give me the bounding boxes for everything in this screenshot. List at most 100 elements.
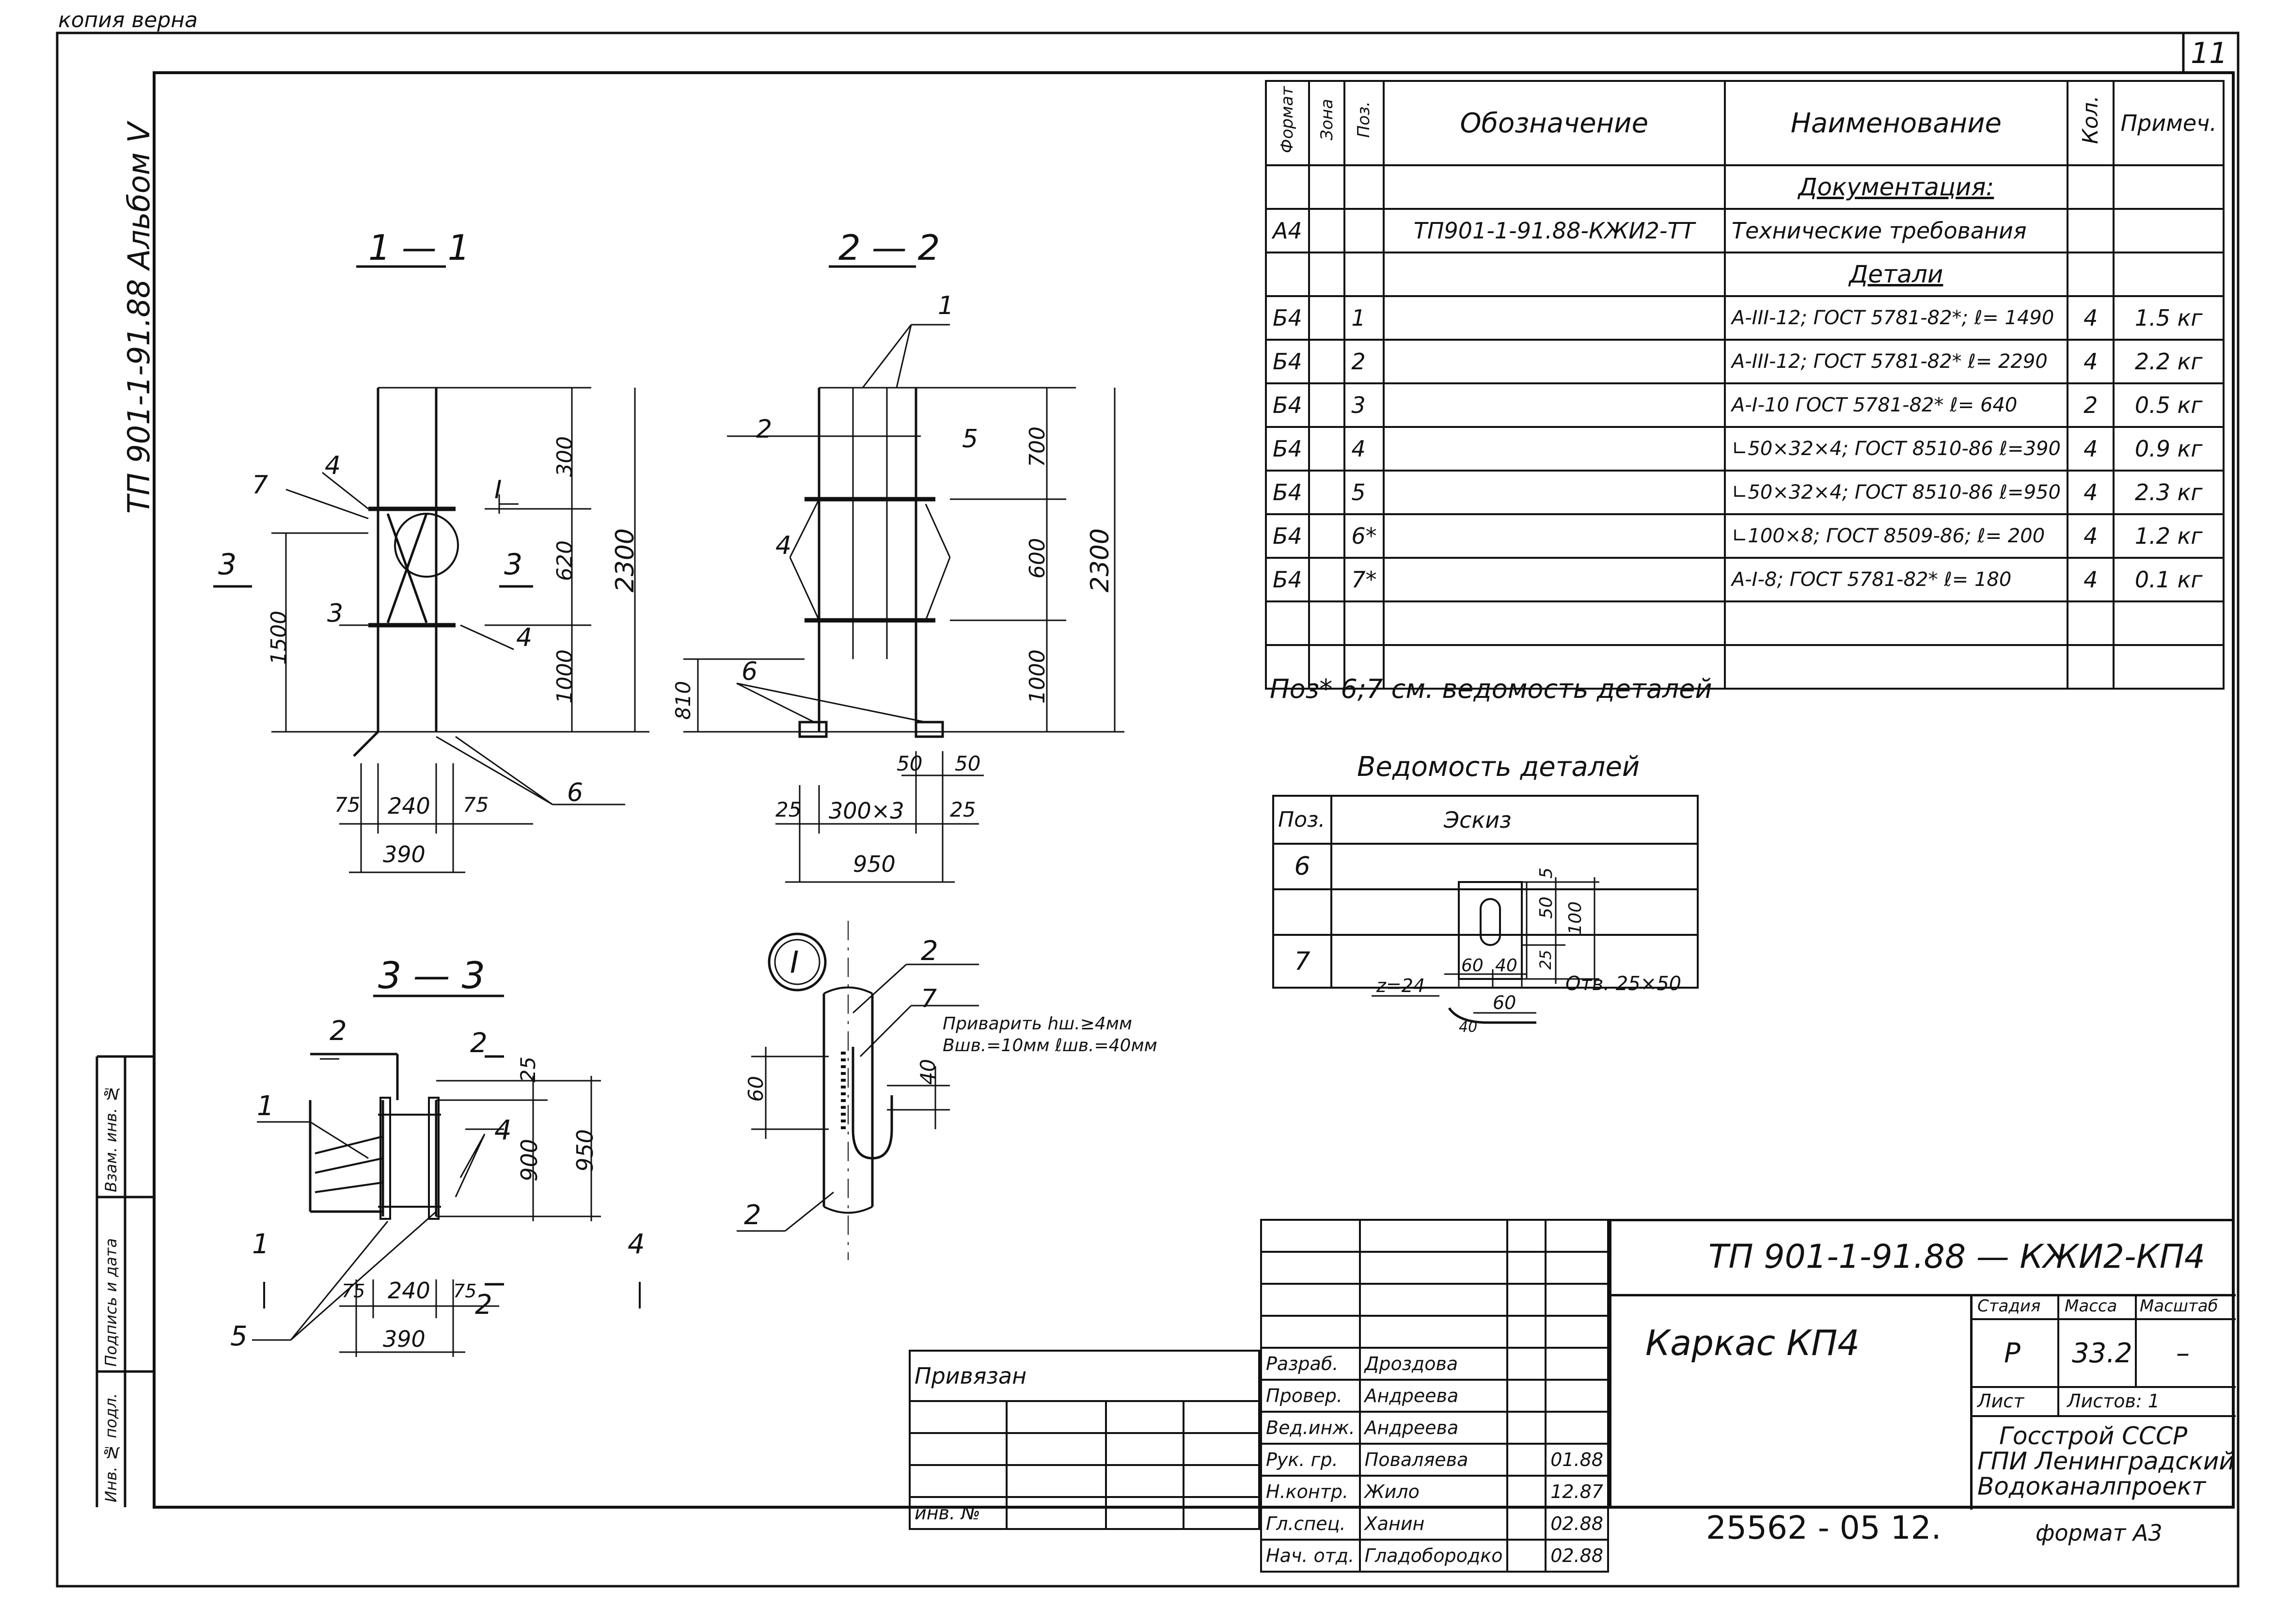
- pos-2-bottom-label: 2: [744, 1199, 761, 1231]
- col-designation: Обозначение: [1382, 80, 1726, 166]
- cut-1-mark: 1: [252, 1229, 269, 1260]
- dim-950: 950: [853, 851, 896, 877]
- cut-3-right: 3: [504, 548, 523, 582]
- section-1-1-title: 1 — 1: [368, 227, 470, 268]
- dim-300x3: 300×3: [829, 798, 904, 824]
- details-dim-50: 50: [1536, 897, 1556, 919]
- inv-no-orig-label: Инв. № подл.: [102, 1393, 120, 1502]
- inv-no-label: инв. №: [909, 1496, 1008, 1530]
- node-I-lines: [737, 921, 979, 1260]
- details-dim-40: 40: [1495, 956, 1517, 976]
- signature-row: Вед.инж.Андреева: [1260, 1411, 1609, 1445]
- dim-25-c: 25: [516, 1056, 540, 1083]
- col-note: Примеч.: [2113, 80, 2225, 166]
- node-I-marker: I: [790, 945, 799, 980]
- mass-header: Масса: [2065, 1296, 2117, 1316]
- cut-2-mark-a: 2: [470, 1027, 488, 1059]
- section-3-3-title: 3 — 3: [378, 954, 486, 997]
- dim-60: 60: [744, 1076, 768, 1102]
- cut-3-left: 3: [218, 548, 237, 582]
- pos-2-label-a: 2: [756, 415, 773, 444]
- table-row-empty: [1265, 600, 2225, 646]
- pos-4-label-d: 4: [494, 1115, 512, 1146]
- details-dim-5: 5: [1536, 867, 1556, 879]
- dim-1000-b: 1000: [1025, 649, 1050, 704]
- dim-1000-a: 1000: [553, 649, 577, 704]
- dim-75-a: 75: [334, 793, 361, 817]
- dim-390-b: 390: [383, 1326, 426, 1352]
- details-dim-25: 25: [1536, 950, 1555, 970]
- details-row-7: 7: [1272, 934, 1332, 989]
- mass-value: 33.2: [2072, 1338, 2132, 1369]
- details-dim-60b: 60: [1493, 992, 1516, 1013]
- dim-390-a: 390: [383, 841, 426, 867]
- dim-2300-b: 2300: [1086, 528, 1115, 593]
- col-qty: Кол.: [2066, 80, 2115, 166]
- col-format: Формат: [1265, 80, 1310, 166]
- dim-950-b: 950: [572, 1129, 598, 1172]
- details-z24: z=24: [1376, 975, 1425, 996]
- document-name: Каркас КП4: [1645, 1323, 1860, 1363]
- title-block-main: ТП 901-1-91.88 — КЖИ2-КП4 Каркас КП4 Ста…: [1609, 1219, 2236, 1510]
- pos-6-label: 6: [567, 778, 584, 807]
- table-row-empty: [1265, 644, 2225, 690]
- signature-row: Провер.Андреева: [1260, 1379, 1609, 1413]
- dim-50-b: 50: [955, 752, 981, 775]
- dim-75-d: 75: [453, 1280, 477, 1302]
- pos-3-label: 3: [327, 599, 344, 628]
- spec-section-parts: Детали: [1265, 252, 2225, 297]
- node-I-callout: I: [494, 475, 502, 505]
- specification-table: Формат Зона Поз. Обозначение Наименовани…: [1265, 80, 2225, 690]
- outer-frame: [56, 32, 2240, 1588]
- spec-footnote: Поз* 6;7 см. ведомость деталей: [1270, 674, 1712, 704]
- dim-40: 40: [916, 1059, 940, 1085]
- dim-1500: 1500: [267, 611, 291, 665]
- org-line-1: Госстрой СССР: [1999, 1422, 2188, 1450]
- archive-number: 25562 - 05 12.: [1706, 1509, 1942, 1546]
- col-name: Наименование: [1723, 80, 2068, 166]
- signature-row: Разраб.Дроздова: [1260, 1347, 1609, 1381]
- spec-section-docs: Документация:: [1265, 164, 2225, 210]
- details-title: Ведомость деталей: [1357, 751, 1640, 783]
- pos-7-label-b: 7: [921, 984, 937, 1013]
- dim-2300-a: 2300: [611, 528, 640, 593]
- dim-75-b: 75: [463, 793, 489, 817]
- details-row-6: 6: [1272, 843, 1332, 890]
- pos-1-label-a: 1: [938, 291, 954, 320]
- col-pos: Поз.: [1343, 80, 1385, 166]
- dim-50-a: 50: [897, 752, 923, 775]
- document-code: ТП 901-1-91.88 — КЖИ2-КП4: [1708, 1238, 2206, 1276]
- stage-header: Стадия: [1977, 1296, 2041, 1316]
- details-dim-60: 60: [1461, 956, 1484, 976]
- replace-inv-label: Взам. инв. №: [102, 1085, 120, 1192]
- pos-4-label-c: 4: [775, 531, 792, 560]
- dim-600: 600: [1025, 538, 1050, 579]
- spec-header-row: Формат Зона Поз. Обозначение Наименовани…: [1265, 80, 2225, 166]
- section-2-2-title: 2 — 2: [838, 227, 940, 268]
- dim-300: 300: [553, 436, 577, 477]
- sheets-label: Листов: 1: [2067, 1390, 2160, 1412]
- pos-7-label: 7: [252, 471, 268, 500]
- stamp-copy-verified: копия верна: [58, 8, 198, 32]
- dim-620: 620: [553, 540, 577, 581]
- dim-810: 810: [671, 681, 695, 720]
- stage-value: Р: [2004, 1338, 2021, 1369]
- dim-75-c: 75: [342, 1280, 365, 1302]
- binding-block: Привязан инв. №: [909, 1350, 1260, 1530]
- pos-2-label-c: 2: [921, 935, 938, 967]
- dim-700: 700: [1025, 426, 1050, 467]
- dim-25-a: 25: [775, 798, 802, 821]
- dim-25-b: 25: [950, 798, 976, 821]
- pos-5-label-a: 5: [962, 425, 979, 454]
- pos-5-label-b: 5: [230, 1321, 248, 1352]
- cut-4-mark: 4: [628, 1229, 645, 1260]
- org-line-3: Водоканалпроект: [1977, 1472, 2206, 1500]
